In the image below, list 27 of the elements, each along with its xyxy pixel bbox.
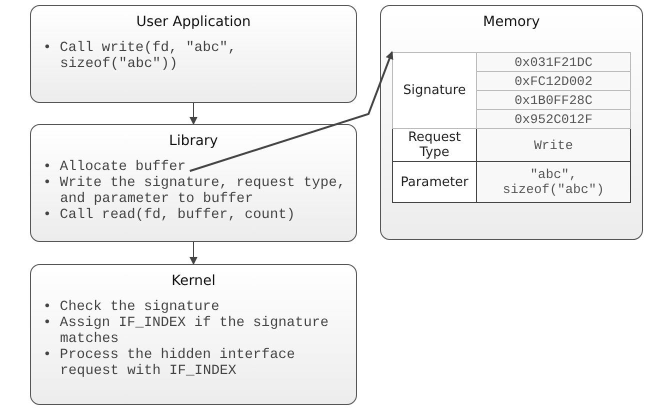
value-cell: 0x031F21DC — [476, 52, 630, 72]
row-header-cell: Signature — [392, 52, 476, 128]
memory-table — [392, 52, 631, 203]
bullet-item: • Process the hidden interface request with IF_INDEX — [43, 347, 296, 379]
value-cell: 0x1B0FF28C — [476, 90, 630, 110]
process-box — [30, 5, 357, 103]
bullet-item: • Call write(fd, "abc", sizeof("abc")) — [43, 40, 238, 72]
box-title: Memory — [482, 14, 541, 30]
process-box — [30, 264, 357, 405]
process-box — [30, 124, 357, 242]
box-title: User Application — [135, 14, 252, 30]
box-title: Kernel — [170, 273, 216, 289]
value-cell: 0xFC12D002 — [476, 72, 630, 90]
value-cell: Write — [476, 128, 630, 162]
bullet-item: • Call read(fd, buffer, count) — [43, 207, 296, 223]
box-title: Library — [168, 133, 219, 149]
value-cell: "abc", sizeof("abc") — [476, 162, 630, 202]
arrow — [190, 242, 198, 265]
bullet-item: • Allocate buffer — [43, 159, 187, 175]
bullet-item: • Check the signature — [43, 299, 220, 315]
process-box — [380, 5, 643, 240]
bullet-item: • Write the signature, request type, and parameter to buffer — [43, 175, 346, 207]
value-cell: 0x952C012F — [476, 110, 630, 128]
row-header-cell: Request Type — [392, 128, 476, 162]
arrow — [190, 102, 198, 125]
bullet-item: • Assign IF_INDEX if the signature matches — [43, 315, 330, 347]
arrow — [190, 51, 394, 172]
